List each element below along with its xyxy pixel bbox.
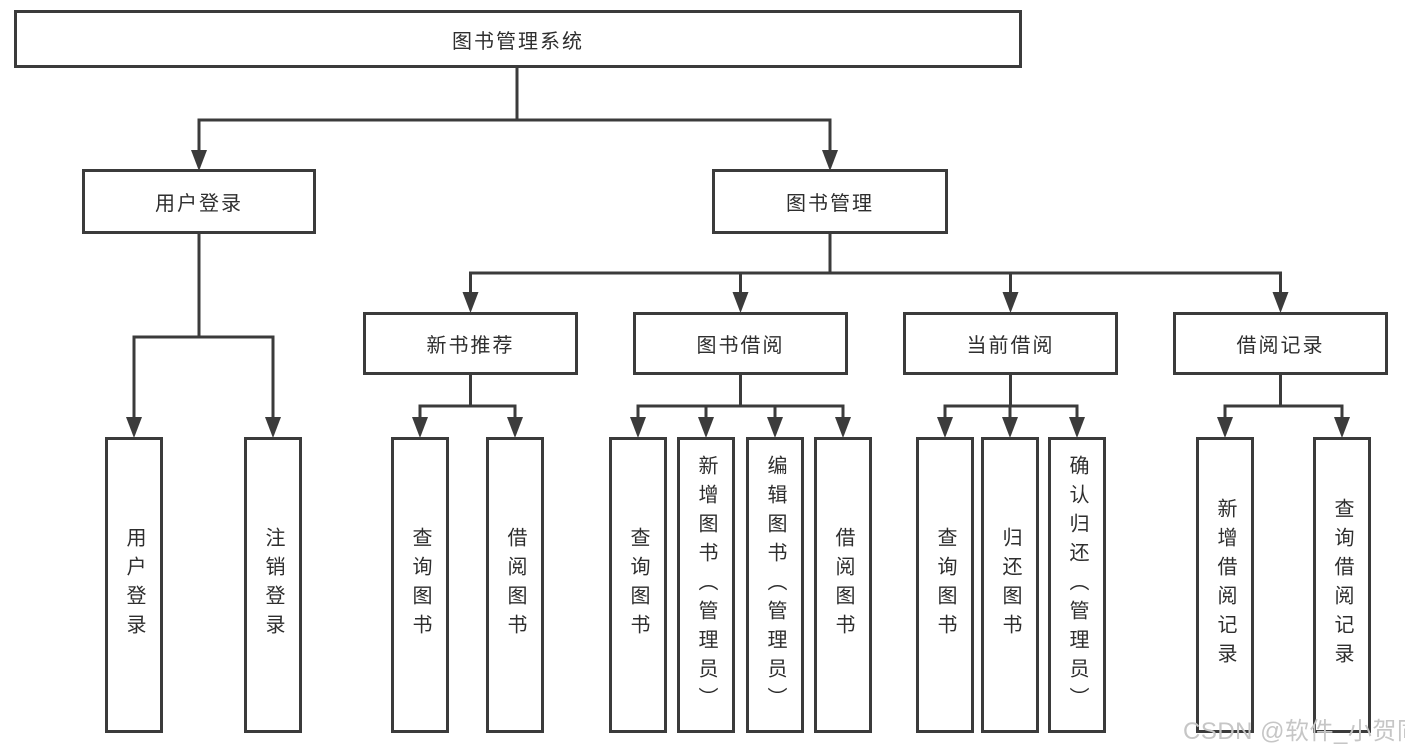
node-label: 查询借阅记录: [1331, 498, 1353, 672]
node-label: 新增借阅记录: [1214, 498, 1236, 672]
node-edit-book-admin: 编辑图书（管理员）: [746, 437, 804, 733]
node-user-login-group: 用户登录: [82, 169, 316, 234]
node-label: 图书管理: [786, 193, 874, 215]
node-label: 查询图书: [934, 527, 956, 643]
node-label: 新书推荐: [426, 335, 515, 357]
node-label: 图书管理系统: [452, 30, 584, 53]
node-label: 图书借阅: [696, 335, 785, 357]
node-label: 用户登录: [123, 527, 145, 643]
node-logout: 注销登录: [244, 437, 302, 733]
node-query-books-current: 查询图书: [916, 437, 974, 733]
node-label: 借阅图书: [832, 527, 854, 643]
arrow-down-icons: [126, 150, 1350, 438]
node-label: 查询图书: [409, 527, 431, 643]
node-current-borrow: 当前借阅: [903, 312, 1118, 375]
node-label: 借阅图书: [504, 527, 526, 643]
node-borrow-books: 借阅图书: [814, 437, 872, 733]
connector-strokes: [132, 68, 1344, 419]
node-label: 借阅记录: [1236, 335, 1325, 357]
node-book-management: 图书管理: [712, 169, 948, 234]
node-label: 新增图书（管理员）: [695, 454, 717, 716]
node-new-book-recommend: 新书推荐: [363, 312, 578, 375]
node-label: 当前借阅: [966, 335, 1055, 357]
node-return-book: 归还图书: [981, 437, 1039, 733]
csdn-watermark: CSDN @软件_小贺同学: [1183, 718, 1405, 745]
node-label: 归还图书: [999, 527, 1021, 643]
node-label: 查询图书: [627, 527, 649, 643]
node-query-books-borrow: 查询图书: [609, 437, 667, 733]
node-query-borrow-record: 查询借阅记录: [1313, 437, 1371, 733]
node-borrow-books-recommend: 借阅图书: [486, 437, 544, 733]
node-add-borrow-record: 新增借阅记录: [1196, 437, 1254, 733]
node-add-book-admin: 新增图书（管理员）: [677, 437, 735, 733]
node-confirm-return-admin: 确认归还（管理员）: [1048, 437, 1106, 733]
node-book-borrow: 图书借阅: [633, 312, 848, 375]
node-library-system: 图书管理系统: [14, 10, 1022, 68]
node-borrow-records: 借阅记录: [1173, 312, 1388, 375]
node-user-login: 用户登录: [105, 437, 163, 733]
node-query-books-recommend: 查询图书: [391, 437, 449, 733]
node-label: 编辑图书（管理员）: [764, 454, 786, 716]
node-label: 用户登录: [155, 193, 243, 215]
node-label: 注销登录: [262, 527, 284, 643]
node-label: 确认归还（管理员）: [1066, 454, 1088, 716]
